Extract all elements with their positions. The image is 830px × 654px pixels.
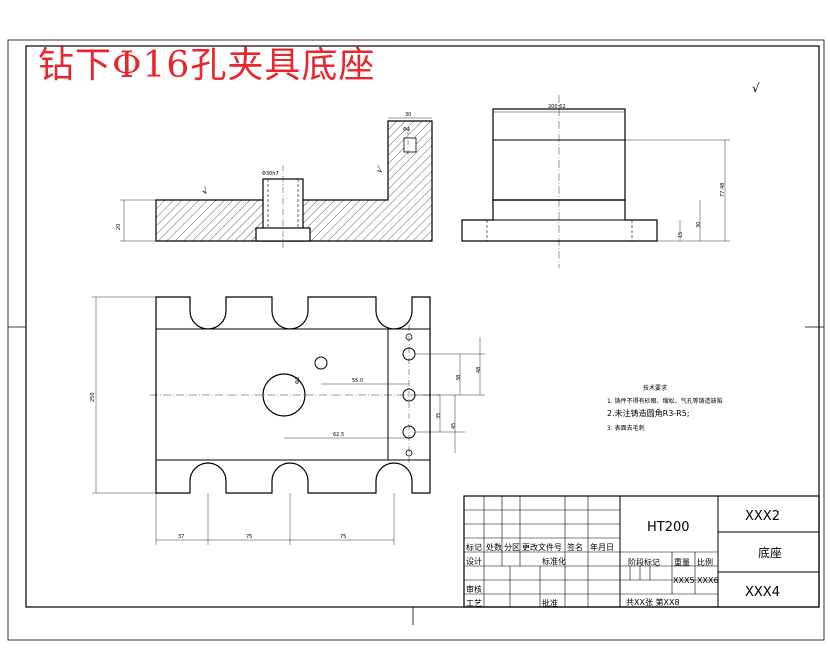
tb-standardize: 标准化 bbox=[542, 556, 566, 566]
plan-dim-37: 37 bbox=[178, 534, 184, 540]
title-block-text: 标记 处数 分区 更改文件号 签名 年月日 设计 标准化 审核 工艺 批准 HT… bbox=[466, 509, 782, 608]
tb-approve: 批准 bbox=[542, 598, 558, 608]
front-dim-rib-width: 30 bbox=[405, 112, 411, 118]
roughness-mark-general: √ bbox=[752, 81, 760, 95]
plan-dim-45: 45 bbox=[451, 423, 457, 429]
tb-material: HT200 bbox=[647, 520, 690, 535]
plan-dim-38: 38 bbox=[456, 375, 462, 381]
plan-view: 250 55.0 62.5 Φ3 38 48 35 45 37 75 75 bbox=[90, 296, 485, 545]
plan-dim-75b: 75 bbox=[340, 534, 346, 540]
tb-process: 工艺 bbox=[466, 599, 482, 608]
outer-border bbox=[7, 39, 825, 641]
tb-code-top: XXX2 bbox=[745, 509, 780, 524]
plan-dim-55: 55.0 bbox=[352, 378, 363, 384]
tb-design: 设计 bbox=[466, 556, 482, 566]
front-section-view: 20 30 Φ30h7 Φ4 √ √ bbox=[116, 112, 433, 250]
tb-scale: 比例 bbox=[697, 557, 713, 567]
side-dim-step: 30 bbox=[696, 222, 702, 228]
front-dim-thickness: 20 bbox=[116, 224, 122, 230]
tb-weight-value: XXX5 bbox=[673, 576, 695, 585]
tb-date: 年月日 bbox=[590, 542, 614, 552]
front-roughness-1: √ bbox=[200, 185, 211, 198]
title-block bbox=[463, 495, 820, 608]
plan-dim-75a: 75 bbox=[246, 534, 252, 540]
tb-count: 处数 bbox=[486, 542, 502, 552]
inner-border bbox=[25, 45, 820, 608]
plan-dim-48: 48 bbox=[476, 367, 482, 373]
tb-change-doc: 更改文件号 bbox=[522, 542, 562, 552]
plan-dim-62: 62.5 bbox=[333, 432, 344, 438]
front-dim-boss: Φ30h7 bbox=[262, 171, 279, 177]
note-3: 3. 表面去毛刺 bbox=[607, 424, 645, 432]
technical-notes: 技术要求 1. 铸件不得有砂眼、缩松、气孔等铸造缺陷 2.未注铸造圆角R3-R5… bbox=[607, 384, 723, 432]
side-dim-width: 200.62 bbox=[548, 104, 566, 110]
drawing-title: 钻下Φ16孔夹具底座 bbox=[38, 45, 376, 86]
plan-dim-height: 250 bbox=[90, 392, 96, 402]
tb-weight: 重量 bbox=[674, 557, 690, 567]
tb-part-name: 底座 bbox=[758, 545, 782, 560]
side-view: 200.62 77.48 30 15 bbox=[461, 95, 730, 268]
tb-code-bottom: XXX4 bbox=[745, 585, 780, 600]
tb-review: 审核 bbox=[466, 584, 482, 594]
tb-sheets: 共XX张 第XX8 bbox=[626, 597, 680, 607]
plan-dim-phi3: Φ3 bbox=[295, 377, 301, 384]
tb-mark: 标记 bbox=[466, 542, 482, 552]
tb-scale-value: XXX6 bbox=[697, 576, 719, 585]
tb-signature: 签名 bbox=[567, 542, 583, 552]
tb-zone: 分区 bbox=[504, 543, 520, 552]
front-dim-hole: Φ4 bbox=[403, 127, 410, 133]
tb-stage-mark: 阶段标记 bbox=[628, 557, 660, 567]
plan-dim-35: 35 bbox=[436, 413, 442, 419]
front-roughness-2: √ bbox=[374, 164, 386, 176]
notes-heading: 技术要求 bbox=[643, 384, 667, 392]
note-1: 1. 铸件不得有砂眼、缩松、气孔等铸造缺陷 bbox=[607, 397, 723, 405]
note-2: 2.未注铸造圆角R3-R5; bbox=[607, 408, 690, 418]
side-dim-foot: 15 bbox=[678, 232, 684, 238]
side-dim-height: 77.48 bbox=[720, 183, 726, 197]
